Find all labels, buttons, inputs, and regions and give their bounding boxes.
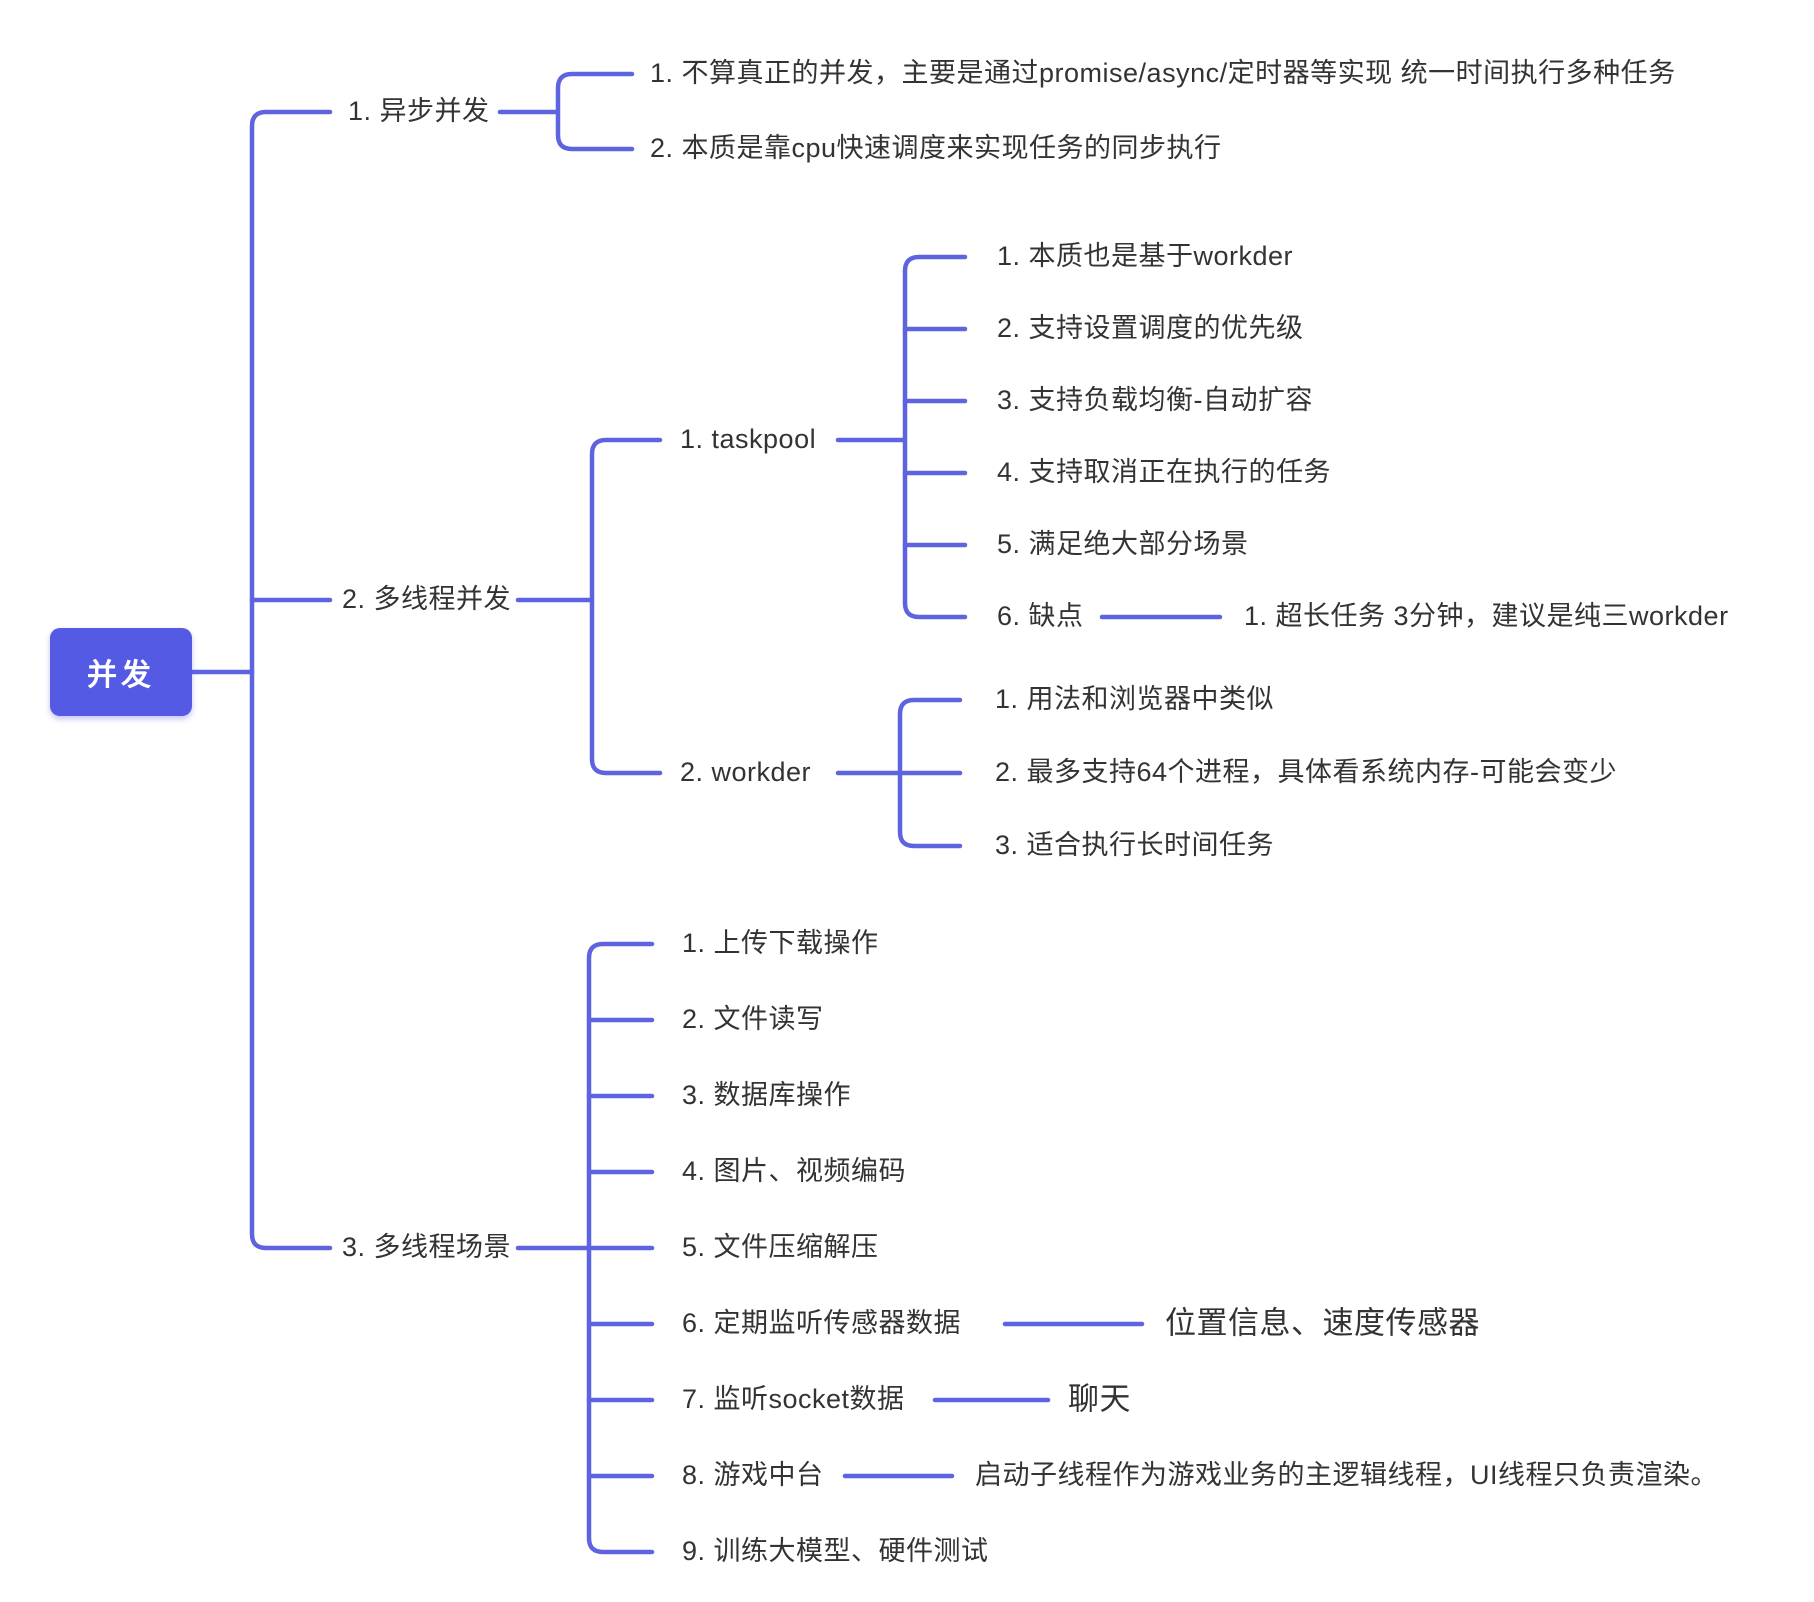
branch-scenes-label[interactable]: 3. 多线程场景 [342,1232,512,1263]
connector-branch2-bracket [589,437,663,776]
taskpool-note-2[interactable]: 2. 支持设置调度的优先级 [997,313,1304,344]
workder-note-2[interactable]: 2. 最多支持64个进程，具体看系统内存-可能会变少 [995,757,1618,788]
scene-6[interactable]: 6. 定期监听传感器数据 [682,1308,962,1339]
connector-branch1-bracket [555,71,635,152]
taskpool-note-5[interactable]: 5. 满足绝大部分场景 [997,529,1249,560]
taskpool-drawback-label[interactable]: 6. 缺点 [997,601,1084,632]
scene-2[interactable]: 2. 文件读写 [682,1004,824,1035]
workder-note-1[interactable]: 1. 用法和浏览器中类似 [995,684,1275,715]
scene-1[interactable]: 1. 上传下载操作 [682,928,879,959]
async-note-2[interactable]: 2. 本质是靠cpu快速调度来实现任务的同步执行 [650,133,1222,164]
connector-main-trunk [249,109,333,1251]
scene-7[interactable]: 7. 监听socket数据 [682,1384,905,1415]
taskpool-drawback-note[interactable]: 1. 超长任务 3分钟，建议是纯三workder [1244,601,1729,632]
taskpool-note-1[interactable]: 1. 本质也是基于workder [997,241,1294,272]
scene-8-note[interactable]: 启动子线程作为游戏业务的主逻辑线程，UI线程只负责渲染。 [975,1460,1718,1491]
connector-workder-bracket [897,697,963,849]
workder-label[interactable]: 2. workder [680,757,812,788]
async-note-1[interactable]: 1. 不算真正的并发，主要是通过promise/async/定时器等实现 统一时… [650,58,1676,89]
connector-taskpool-bracket [902,254,968,620]
taskpool-note-3[interactable]: 3. 支持负载均衡-自动扩容 [997,385,1314,416]
scene-8[interactable]: 8. 游戏中台 [682,1460,824,1491]
branch-multithread-label[interactable]: 2. 多线程并发 [342,584,512,615]
taskpool-label[interactable]: 1. taskpool [680,424,817,455]
scene-9[interactable]: 9. 训练大模型、硬件测试 [682,1536,989,1567]
scene-7-note[interactable]: 聊天 [1068,1381,1131,1417]
scene-5[interactable]: 5. 文件压缩解压 [682,1232,879,1263]
workder-note-3[interactable]: 3. 适合执行长时间任务 [995,830,1275,861]
taskpool-note-4[interactable]: 4. 支持取消正在执行的任务 [997,457,1332,488]
scene-4[interactable]: 4. 图片、视频编码 [682,1156,907,1187]
scene-6-note[interactable]: 位置信息、速度传感器 [1165,1305,1480,1341]
scene-3[interactable]: 3. 数据库操作 [682,1080,852,1111]
branch-async-label[interactable]: 1. 异步并发 [348,96,490,127]
root-node[interactable]: 并发 [50,628,192,716]
